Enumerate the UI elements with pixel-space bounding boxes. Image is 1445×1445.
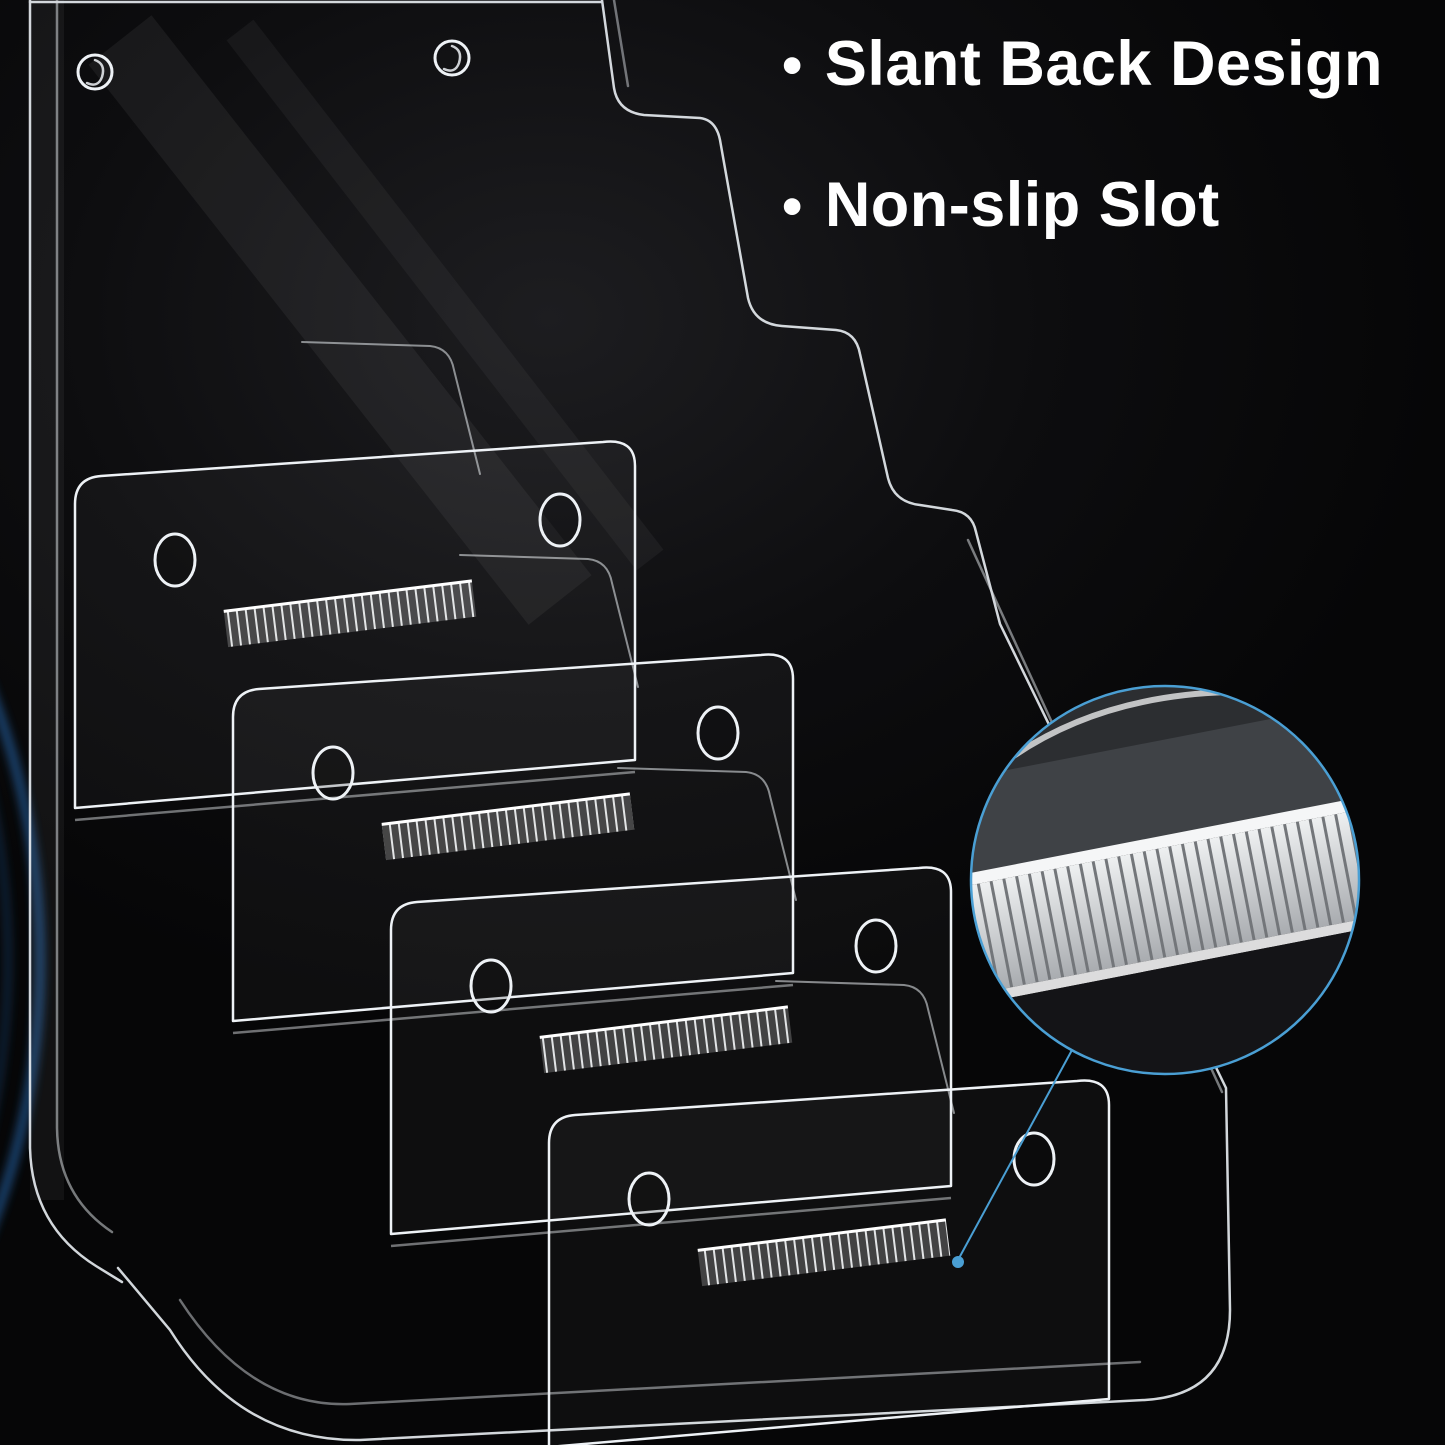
bullet-marker: •	[782, 174, 803, 240]
tier-divider-3	[389, 866, 953, 1236]
keyhole-hanger-left	[76, 53, 114, 91]
pocket-side-walls	[301, 341, 955, 1114]
feature-bullet-slant-back: • Slant Back Design	[782, 29, 1383, 99]
acrylic-reflections	[30, 0, 664, 1200]
keyhole-hanger-right	[433, 39, 471, 77]
thumb-holes	[153, 492, 1056, 1227]
tier-divider-4	[547, 1079, 1111, 1445]
connector-line	[952, 1049, 1073, 1268]
feature-bullet-non-slip: • Non-slip Slot	[782, 170, 1383, 241]
non-slip-strip	[539, 1005, 793, 1074]
tier-dividers	[73, 440, 1111, 1445]
bullet-marker: •	[782, 33, 803, 98]
tier-divider-1	[73, 440, 637, 810]
non-slip-strip	[223, 579, 477, 648]
blue-glow	[0, 706, 43, 1214]
zoom-inset-border	[969, 684, 1361, 1076]
non-slip-strips	[223, 579, 951, 1287]
zoom-inset	[969, 684, 1361, 1076]
connector-dot	[952, 1256, 964, 1268]
feature-label: Non-slip Slot	[824, 170, 1220, 241]
non-slip-strip	[381, 792, 635, 861]
feature-bullets: • Slant Back Design • Non-slip Slot	[782, 29, 1383, 241]
non-slip-strip	[697, 1218, 951, 1287]
feature-label: Slant Back Design	[824, 29, 1383, 99]
tier-divider-2	[231, 653, 795, 1023]
